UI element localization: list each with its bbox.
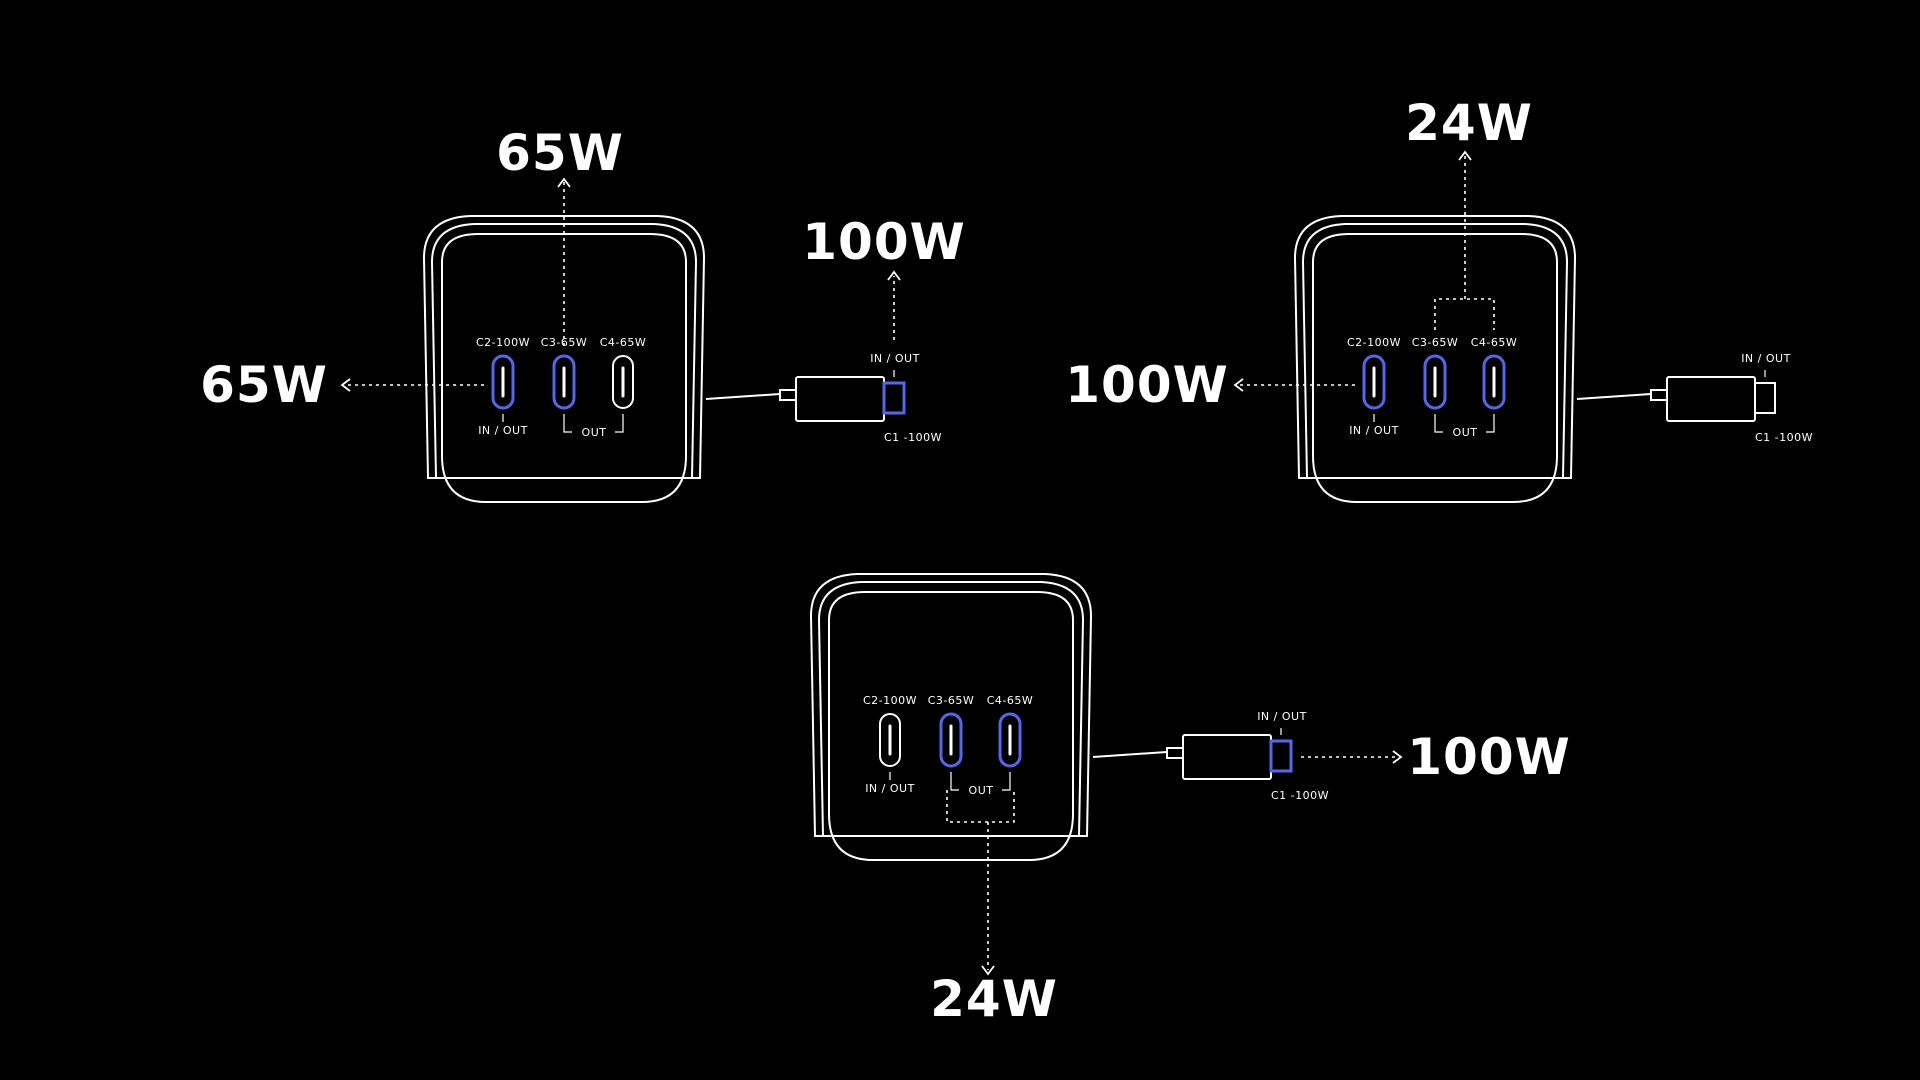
- cable-strain-relief: [1166, 747, 1184, 759]
- arrow-down-icon: [981, 965, 995, 976]
- port-label-c4: C4-65W: [600, 336, 647, 349]
- plug-body[interactable]: [1666, 376, 1756, 422]
- charger-face: [441, 233, 687, 503]
- cable: [1092, 751, 1168, 758]
- plug-label-c1: C1 -100W: [1755, 431, 1813, 444]
- plug-label-c1: C1 -100W: [1271, 789, 1329, 802]
- usb-c-port-c3[interactable]: [552, 354, 576, 410]
- charger-scenario-1: C2-100W C3-65W C4-65W IN / OUT OUT IN / …: [200, 124, 966, 503]
- charger-face: [1312, 233, 1558, 503]
- wattage-label-left: 100W: [1065, 356, 1229, 414]
- plug-label-in-out: IN / OUT: [870, 352, 920, 365]
- plug-label-in-out: IN / OUT: [1741, 352, 1791, 365]
- wattage-label-bottom: 24W: [930, 970, 1058, 1028]
- wattage-label-right: 100W: [802, 213, 966, 271]
- port-label-in-out: IN / OUT: [478, 424, 528, 437]
- usb-c-port-c4[interactable]: [612, 355, 634, 409]
- usb-c-port-c2[interactable]: [1362, 354, 1386, 410]
- callout-bracket-bottom: [946, 790, 1015, 823]
- port-label-c4: C4-65W: [987, 694, 1034, 707]
- port-label-in-out: IN / OUT: [1349, 424, 1399, 437]
- port-label-c2: C2-100W: [863, 694, 917, 707]
- port-label-c3: C3-65W: [928, 694, 975, 707]
- usb-c-port-c4[interactable]: [1482, 354, 1506, 410]
- cable-strain-relief: [779, 389, 797, 401]
- charger-body-shell: [1301, 223, 1569, 479]
- usb-c-port-c3[interactable]: [1423, 354, 1447, 410]
- plug-tip-c1: [1754, 382, 1776, 414]
- port-label-out: OUT: [1453, 426, 1478, 439]
- arrow-left-icon: [340, 378, 351, 392]
- cable-strain-relief: [1650, 389, 1668, 401]
- plug-tip-c1: [882, 381, 906, 415]
- wattage-label-left: 65W: [200, 356, 328, 414]
- arrow-up-icon: [1458, 150, 1472, 161]
- callout-bracket-top: [1434, 298, 1495, 330]
- usb-c-port-c2[interactable]: [491, 354, 515, 410]
- cable: [1576, 393, 1652, 400]
- usb-c-port-c4[interactable]: [998, 712, 1022, 768]
- arrow-up-icon: [557, 177, 571, 188]
- port-label-c2: C2-100W: [476, 336, 530, 349]
- charger-body-shell: [430, 223, 698, 479]
- usb-c-port-c3[interactable]: [939, 712, 963, 768]
- wattage-label-right: 100W: [1407, 728, 1571, 786]
- charger-face: [828, 591, 1074, 861]
- usb-c-port-c2[interactable]: [879, 713, 901, 767]
- port-label-in-out: IN / OUT: [865, 782, 915, 795]
- port-label-out: OUT: [582, 426, 607, 439]
- arrow-left-icon: [1233, 378, 1244, 392]
- plug-tip-c1: [1269, 739, 1293, 773]
- wattage-label-top: 65W: [496, 124, 624, 182]
- plug-body[interactable]: [795, 376, 885, 422]
- port-label-c3: C3-65W: [1412, 336, 1459, 349]
- cable: [705, 393, 781, 400]
- charger-body-outline: [1293, 215, 1577, 479]
- plug-label-in-out: IN / OUT: [1257, 710, 1307, 723]
- port-label-out: OUT: [969, 784, 994, 797]
- arrow-right-icon: [1392, 750, 1403, 764]
- charger-body-outline: [809, 573, 1093, 837]
- charger-scenario-2: C2-100W C3-65W C4-65W IN / OUT OUT IN / …: [1065, 94, 1813, 503]
- charger-scenario-3: C2-100W C3-65W C4-65W IN / OUT OUT IN / …: [809, 573, 1571, 1028]
- charger-body-shell: [817, 581, 1085, 837]
- port-label-c3: C3-65W: [541, 336, 588, 349]
- arrow-up-icon: [887, 270, 901, 281]
- port-label-c2: C2-100W: [1347, 336, 1401, 349]
- port-label-c4: C4-65W: [1471, 336, 1518, 349]
- charger-body-outline: [422, 215, 706, 479]
- plug-body[interactable]: [1182, 734, 1272, 780]
- wattage-label-top: 24W: [1405, 94, 1533, 152]
- plug-label-c1: C1 -100W: [884, 431, 942, 444]
